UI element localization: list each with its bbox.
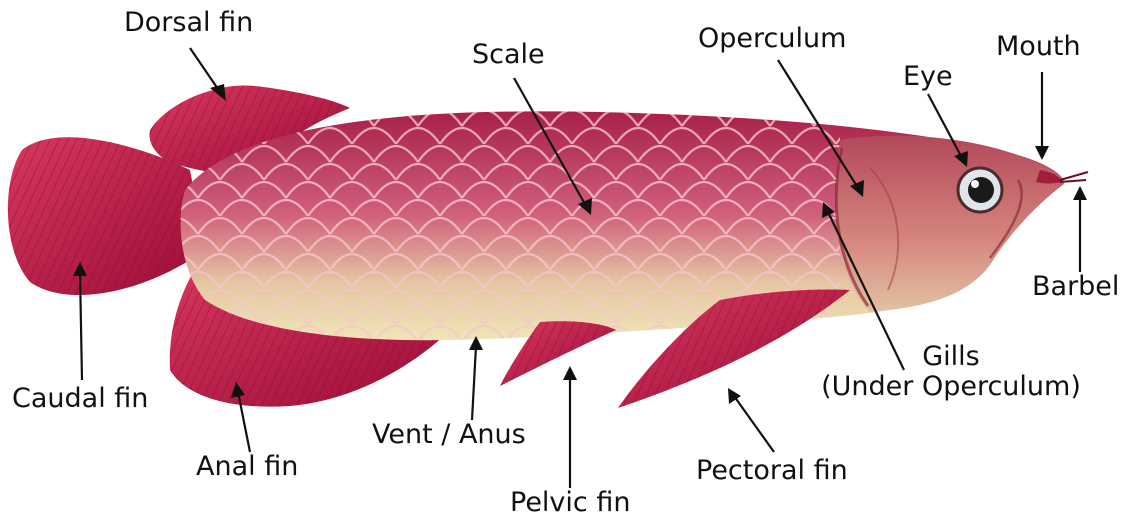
head-shape [836, 136, 1064, 312]
label-barbel: Barbel [1032, 272, 1119, 302]
label-gills-line2: (Under Operculum) [806, 372, 1096, 402]
label-mouth: Mouth [996, 32, 1081, 62]
arrowhead-pelvic-fin [563, 366, 577, 380]
label-dorsal-fin: Dorsal fin [124, 8, 253, 38]
arrow-dorsal-fin [190, 48, 220, 92]
label-caudal-fin: Caudal fin [12, 384, 148, 414]
label-pelvic-fin: Pelvic fin [510, 488, 630, 518]
arrowhead-mouth [1035, 146, 1049, 160]
label-pectoral-fin: Pectoral fin [696, 456, 848, 486]
arrow-pectoral-fin [734, 396, 774, 452]
mouth-shape [1036, 170, 1088, 184]
label-gills: Gills (Under Operculum) [806, 342, 1096, 402]
label-vent-anus: Vent / Anus [372, 420, 526, 450]
label-gills-line1: Gills [806, 342, 1096, 372]
label-scale: Scale [472, 40, 545, 70]
label-operculum: Operculum [698, 24, 846, 54]
arrow-vent [472, 346, 476, 420]
label-eye: Eye [903, 62, 953, 92]
arrowhead-barbel [1073, 186, 1087, 200]
eye-shape [958, 168, 1002, 212]
label-anal-fin: Anal fin [196, 452, 298, 482]
